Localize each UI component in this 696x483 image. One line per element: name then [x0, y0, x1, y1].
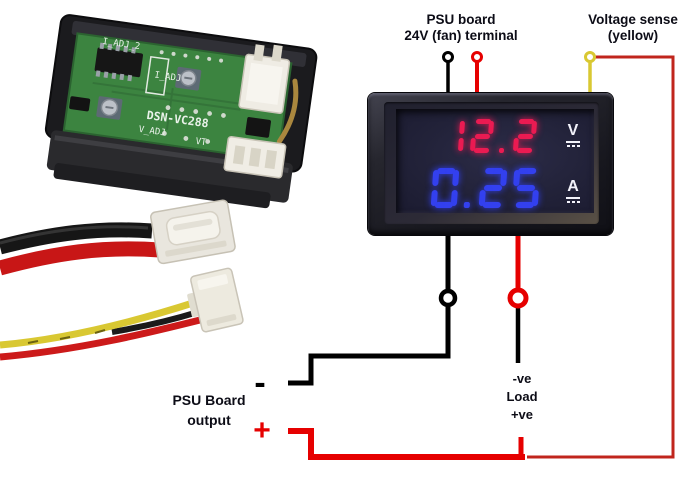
silkscreen-i-adj: I_ADJ — [154, 70, 182, 84]
minus-symbol: - — [254, 364, 266, 402]
soic-ic — [94, 42, 144, 82]
pcb-3pin-connector — [223, 136, 287, 179]
load-pos-label: +ve — [510, 407, 534, 422]
amp-unit-symbol: A — [564, 178, 582, 203]
sense-lead-photo — [0, 267, 244, 361]
voltage-sense-label: Voltage sense (yellow) — [588, 12, 678, 44]
black-terminal-ring — [442, 51, 454, 63]
amp-letter: A — [567, 178, 579, 195]
pcb-pads — [159, 50, 226, 144]
black-ring-terminal — [438, 288, 458, 308]
thick-black-wire — [0, 222, 153, 255]
thin-yellow-wire — [0, 298, 198, 349]
meter-display — [396, 109, 594, 213]
voltage-sense-line2: (yellow) — [607, 28, 659, 43]
module-bezel-stack — [46, 130, 293, 203]
pcb-2pin-connector — [238, 44, 291, 114]
load-neg-label: -ve — [512, 371, 532, 386]
smd-ic — [245, 117, 272, 138]
psu-output-line2: output — [187, 412, 231, 428]
panel-meter-front-photo: V A — [368, 93, 613, 235]
load-name-label: Load — [506, 389, 538, 404]
module-bezel-lip — [53, 163, 271, 209]
3pin-plug — [187, 267, 244, 333]
measure-black-wire — [288, 235, 451, 386]
thin-red-wire — [0, 316, 201, 361]
plus-symbol: + — [253, 414, 271, 447]
red-terminal-ring — [471, 51, 483, 63]
resistor-network — [145, 55, 170, 96]
voltage-sense-wire — [527, 55, 675, 459]
dc-symbol — [564, 197, 582, 203]
meter-module-back-photo: I_ADJ_2 I_ADJ DSN-VC288 V_ADJ VT — [44, 14, 318, 209]
wire-highlight — [0, 225, 149, 245]
yellow-wire-marks — [27, 329, 106, 344]
psu-plus-rail-wire — [288, 428, 525, 460]
shunt-wire — [276, 78, 299, 144]
trimpot-v-adj — [96, 96, 123, 120]
silkscreen-vt: VT — [195, 137, 208, 148]
silkscreen-v-adj: V_ADJ — [138, 125, 166, 139]
psu-terminal-line1: PSU board — [426, 12, 496, 27]
2pin-plug — [150, 199, 236, 265]
trimpot-i-adj — [175, 66, 202, 91]
load-label: -ve Load +ve — [506, 370, 537, 424]
red-ring-terminal — [507, 287, 529, 309]
voltage-readout — [441, 119, 538, 153]
yellow-terminal-ring — [584, 51, 596, 63]
thin-black-wire — [111, 309, 199, 335]
volt-unit-symbol: V — [564, 122, 582, 147]
psu-output-label: PSU Board output — [172, 390, 245, 430]
dc-symbol — [564, 141, 582, 147]
volt-letter: V — [567, 122, 579, 139]
thick-red-wire — [0, 241, 161, 276]
psu-terminal-line2: 24V (fan) terminal — [404, 28, 518, 43]
transistor — [69, 96, 91, 112]
power-lead-photo — [0, 199, 236, 276]
psu-output-line1: PSU Board — [172, 392, 246, 408]
voltage-sense-line1: Voltage sense — [588, 12, 678, 27]
current-readout — [430, 168, 541, 208]
psu-terminal-label: PSU board 24V (fan) terminal — [404, 12, 517, 44]
